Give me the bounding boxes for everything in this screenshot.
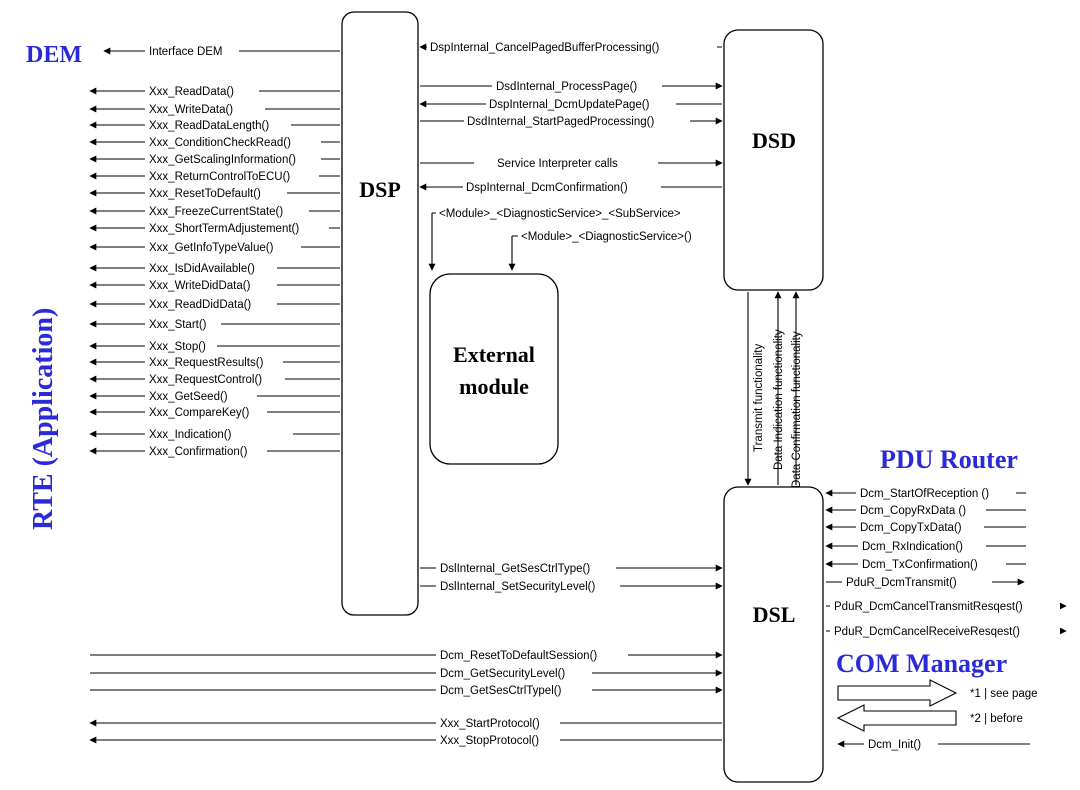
rte-function-label: Xxx_Start() (149, 319, 207, 331)
dem-interface-label: Interface DEM (149, 46, 223, 58)
dsp-dsd-call-label: <Module>_<DiagnosticService>() (521, 231, 692, 243)
data-indication-label: Data Indication functionality (773, 329, 785, 470)
rte-function-label: Xxx_Stop() (149, 341, 206, 353)
dcm-init-label: Dcm_Init() (868, 739, 921, 751)
rte-function-label: Xxx_WriteData() (149, 104, 233, 116)
rte-function-label: Xxx_Indication() (149, 429, 232, 441)
rte-function-label: Xxx_FreezeCurrentState() (149, 206, 283, 218)
dsp-dsd-call-label: DsdInternal_ProcessPage() (496, 81, 637, 93)
left-hollow-arrow-icon (836, 704, 957, 732)
pdu-call-label: PduR_DcmCancelReceiveResqest() (834, 626, 1020, 638)
rte-function-label: Xxx_ReadDataLength() (149, 120, 269, 132)
rte-function-label: Xxx_GetScalingInformation() (149, 154, 296, 166)
rte-function-label: Xxx_Confirmation() (149, 446, 248, 458)
dsp-dsd-calls: DspInternal_CancelPagedBufferProcessing(… (419, 40, 723, 271)
rte-dsl-call-label: Xxx_StopProtocol() (440, 735, 539, 747)
dsp-dsd-call-label: DspInternal_CancelPagedBufferProcessing(… (430, 42, 659, 54)
rte-function-label: Xxx_IsDidAvailable() (149, 263, 255, 275)
rte-function-label: Xxx_RequestResults() (149, 357, 264, 369)
external-module-label-1: External (453, 342, 535, 367)
rte-dsl-calls: Dcm_ResetToDefaultSession() Dcm_GetSecur… (89, 648, 723, 747)
rte-dsl-call-label: Dcm_ResetToDefaultSession() (440, 650, 597, 662)
pdu-call-label: PduR_DcmTransmit() (846, 577, 957, 589)
pdu-call-label: Dcm_RxIndication() (862, 541, 963, 553)
pdu-call-label: PduR_DcmCancelTransmitResqest() (834, 601, 1023, 613)
dsd-module (723, 29, 824, 291)
rte-dsl-call-label: Dcm_GetSesCtrlTypel() (440, 685, 562, 697)
dsd-label: DSD (752, 128, 796, 153)
rte-dsl-call-label: Xxx_StartProtocol() (440, 718, 540, 730)
dsp-dsd-call-label: DsdInternal_StartPagedProcessing() (467, 116, 654, 128)
dsp-dsd-call-label: Service Interpreter calls (497, 158, 618, 170)
legend-label: *2 | before (970, 713, 1023, 725)
pdu-call-label: Dcm_CopyTxData() (860, 522, 962, 534)
rte-function-label: Xxx_GetSeed() (149, 391, 228, 403)
rte-function-label: Xxx_ReadData() (149, 86, 234, 98)
dsp-dsl-calls: DslInternal_GetSesCtrlType() DslInternal… (420, 561, 723, 593)
dem-interface: Interface DEM (103, 44, 340, 58)
pdu-call-label: Dcm_StartOfReception () (860, 488, 989, 500)
dsp-dsl-call-label: DslInternal_SetSecurityLevel() (440, 581, 595, 593)
dsp-dsd-call-label: DspInternal_DcmUpdatePage() (489, 99, 650, 111)
dsp-module (341, 11, 419, 616)
rte-function-label: Xxx_ReadDidData() (149, 299, 251, 311)
pdu-call-label: Dcm_TxConfirmation() (862, 559, 978, 571)
rte-function-label: Xxx_ConditionCheckRead() (149, 137, 291, 149)
rte-function-label: Xxx_ReturnControlToECU() (149, 171, 290, 183)
com-manager-heading: COM Manager (836, 649, 1007, 678)
rte-heading: RTE (Application) (28, 308, 59, 530)
dsp-dsl-call-label: DslInternal_GetSesCtrlType() (440, 563, 590, 575)
right-hollow-arrow-icon (837, 679, 958, 707)
dem-heading: DEM (26, 42, 82, 68)
rte-function-label: Xxx_ResetToDefault() (149, 188, 261, 200)
dsl-module (723, 486, 824, 783)
com-legend: *1 | see page *2 | before (836, 679, 1038, 732)
external-module-label-2: module (459, 374, 529, 399)
rte-function-label: Xxx_WriteDidData() (149, 280, 251, 292)
rte-function-label: Xxx_CompareKey() (149, 407, 250, 419)
rte-function-label: Xxx_RequestControl() (149, 374, 262, 386)
rte-dsl-call-label: Dcm_GetSecurityLevel() (440, 668, 565, 680)
transmit-functionality-label: Transmit functionality (753, 344, 765, 452)
rte-function-calls: Xxx_ReadData() Xxx_WriteData() Xxx_ReadD… (89, 84, 340, 458)
legend-label: *1 | see page (970, 688, 1038, 700)
external-module (429, 273, 559, 465)
rte-function-label: Xxx_ShortTermAdjustement() (149, 223, 299, 235)
dsp-label: DSP (359, 177, 401, 202)
pdu-router-calls: Dcm_StartOfReception () Dcm_CopyRxData (… (825, 486, 1067, 638)
data-confirmation-label: Data Confirmation functionality (791, 331, 803, 488)
dsl-label: DSL (753, 602, 796, 627)
dsp-dsd-call-label: <Module>_<DiagnosticService>_<SubService… (439, 208, 681, 220)
rte-function-label: Xxx_GetInfoTypeValue() (149, 242, 274, 254)
pdu-call-label: Dcm_CopyRxData () (860, 505, 966, 517)
dsp-dsd-call-label: DspInternal_DcmConfirmation() (466, 182, 628, 194)
pdu-router-heading: PDU Router (880, 445, 1018, 474)
dcm-init-call: Dcm_Init() (837, 737, 1030, 751)
dsd-dsl-links: Transmit functionality Data Indication f… (744, 291, 803, 488)
